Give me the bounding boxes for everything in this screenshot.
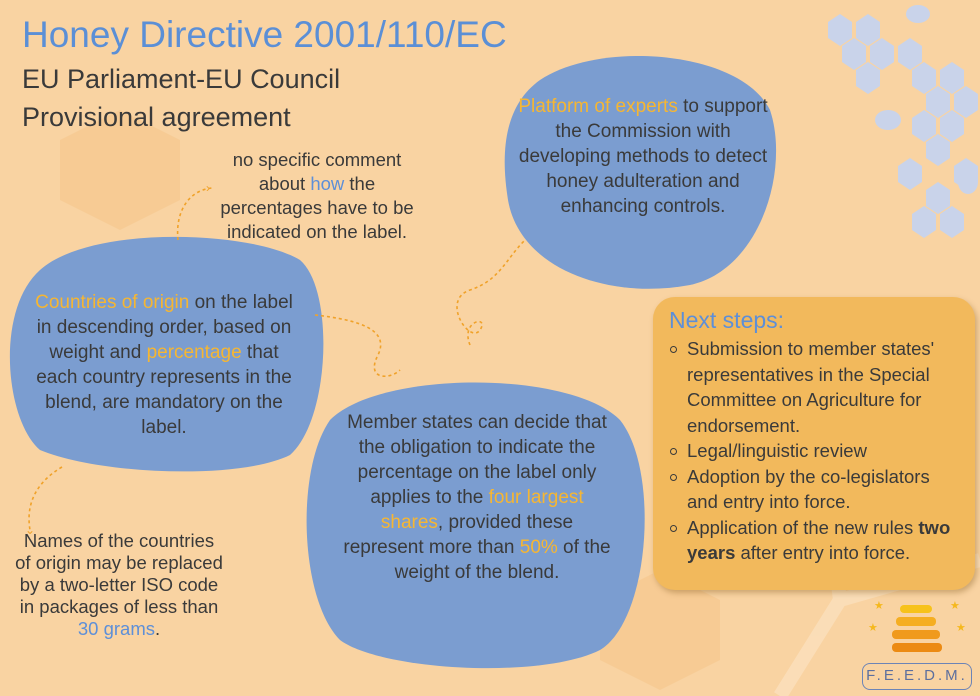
center-bubble: Member states can decide that the obliga… — [343, 410, 611, 585]
next-steps-list: Submission to member states' representat… — [669, 336, 961, 566]
subtitle-line: Provisional agreement — [22, 102, 291, 132]
subtitle-line: EU Parliament-EU Council — [22, 64, 341, 94]
item-bold: two years — [687, 516, 951, 564]
bubble-text: Member states can decide that the obliga… — [347, 412, 607, 508]
list-item: Legal/linguistic review — [669, 438, 961, 464]
next-steps-title: Next steps: — [669, 307, 785, 333]
page-subtitle: EU Parliament-EU Council Provisional agr… — [22, 60, 340, 136]
bubble-text: that each country represents in the blen… — [36, 342, 292, 438]
top-note: no specific comment about how the percen… — [208, 148, 426, 244]
svg-text:★: ★ — [956, 622, 966, 634]
feedm-logo-text: F.E.E.D.M. — [862, 663, 972, 690]
list-item: Application of the new rules two years a… — [669, 515, 961, 566]
note-text: Names of the countries of origin may be … — [15, 530, 223, 617]
svg-text:★: ★ — [950, 600, 960, 612]
svg-text:›: › — [206, 181, 210, 195]
svg-text:⌄: ⌄ — [25, 523, 35, 537]
right-bubble: Platform of experts to support the Commi… — [518, 94, 768, 219]
note-highlight: how — [310, 173, 345, 194]
bottom-note: Names of the countries of origin may be … — [14, 530, 224, 640]
item-text: Application of the new rules — [687, 516, 919, 538]
item-text: after entry into force. — [735, 542, 911, 563]
left-bubble: Countries of origin on the label in desc… — [28, 290, 300, 440]
honeycomb-hexagons — [828, 14, 978, 238]
page-title: Honey Directive 2001/110/EC — [22, 14, 507, 55]
bubble-highlight: Countries of origin — [35, 292, 190, 313]
feedm-logo-icon: ★ ★ ★ ★ — [868, 600, 966, 652]
bubble-shapes — [9, 56, 777, 669]
list-item: Submission to member states' representat… — [669, 336, 961, 438]
note-text: no specific comment about — [232, 149, 402, 194]
bubble-text: on the label in descending order, based … — [36, 292, 293, 363]
next-steps-panel: Next steps: Submission to member states'… — [653, 297, 975, 590]
note-text: the percentages have to be indicated on … — [220, 173, 414, 242]
dashed-connectors — [28, 187, 526, 531]
bubble-highlight: four largest shares — [380, 487, 584, 533]
list-item: Adoption by the co-legislators and entry… — [669, 464, 961, 515]
bubble-highlight: percentage — [146, 342, 242, 363]
svg-text:★: ★ — [868, 622, 878, 634]
svg-text:★: ★ — [874, 600, 884, 612]
note-text: . — [154, 618, 161, 639]
bubble-text: of the weight of the blend. — [394, 537, 611, 583]
bee-icons — [875, 5, 978, 194]
bubble-highlight: Platform of experts — [518, 96, 678, 117]
note-highlight: 30 grams — [77, 618, 155, 639]
bubble-text: , provided these represent more than — [343, 512, 574, 558]
bubble-text: to support the Commission with developin… — [518, 96, 768, 217]
bubble-highlight: 50% — [519, 537, 558, 558]
